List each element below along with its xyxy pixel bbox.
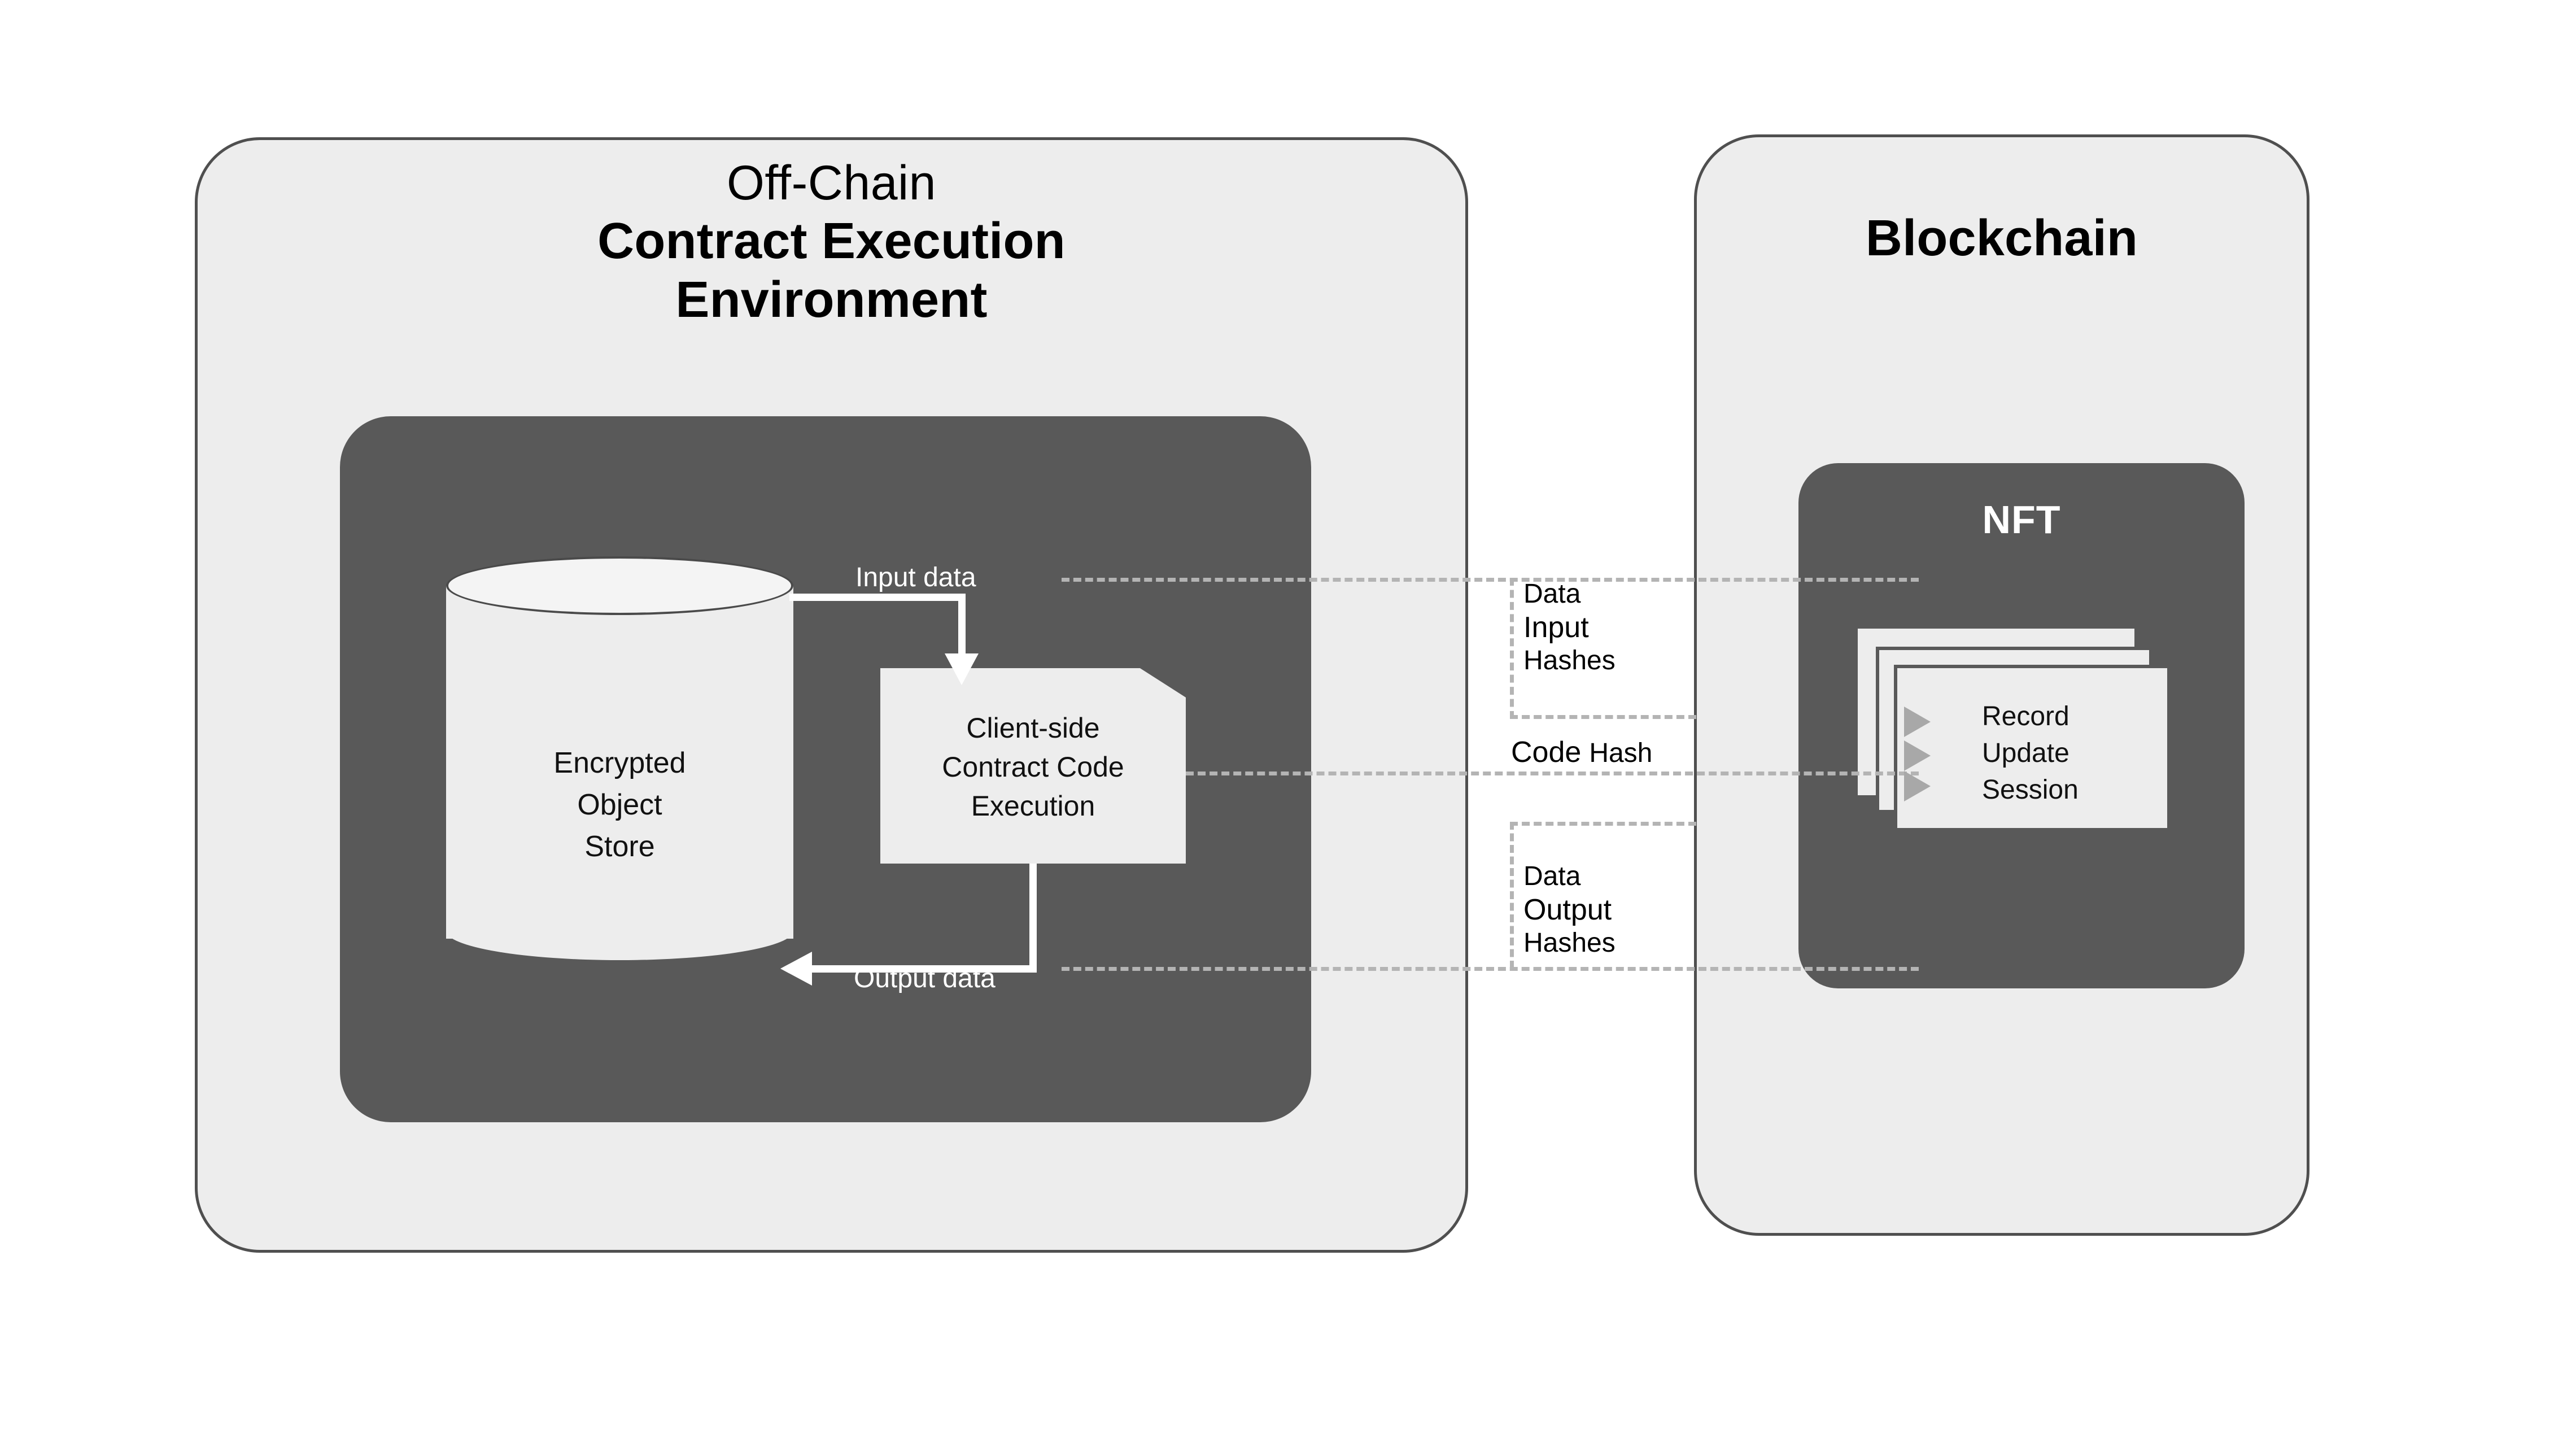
input-flow-arrowhead-icon: [945, 653, 979, 685]
nft-label: NFT: [1982, 498, 2061, 542]
input-flow-vertical-line: [958, 594, 966, 657]
blockchain-panel-heading: Blockchain: [1694, 209, 2309, 268]
input-flow-horizontal-line: [789, 594, 966, 601]
code-doc-label: Client-side Contract Code Execution: [880, 709, 1186, 826]
data-output-hashes-word1: Data: [1523, 861, 1581, 891]
data-input-hashes-bracket-left: [1510, 578, 1514, 719]
code-doc-line3: Execution: [971, 790, 1095, 822]
output-flow-arrowhead-icon: [780, 952, 812, 986]
data-output-hashes-bracket-left: [1510, 822, 1514, 969]
code-doc-line1: Client-side: [966, 712, 1100, 744]
code-hash-word1: Code: [1511, 736, 1582, 769]
data-input-hashes-dashed-line: [1062, 578, 1919, 582]
data-output-hashes-label: Data Output Hashes: [1523, 861, 1616, 960]
output-flow-vertical-line: [1029, 864, 1037, 973]
input-data-label: Input data: [855, 563, 976, 592]
store-label-line2: Object: [577, 788, 662, 821]
offchain-heading-line1: Off-Chain: [727, 156, 936, 210]
offchain-panel-heading: Off-Chain Contract Execution Environment: [195, 155, 1468, 330]
nft-card-line1: Record: [1982, 701, 2069, 731]
offchain-heading-line3: Environment: [675, 272, 988, 329]
nft-card-label: Record Update Session: [1982, 699, 2079, 808]
connector-vertical-upper: [1510, 578, 1514, 580]
nft-code-arrowhead-icon: [1904, 740, 1931, 771]
output-data-label: Output data: [854, 964, 996, 993]
code-hash-dashed-line: [1186, 772, 1919, 775]
nft-card-line3: Session: [1982, 774, 2079, 805]
data-input-hashes-word1: Data: [1523, 579, 1581, 609]
cylinder-body: [446, 586, 793, 939]
store-label-line1: Encrypted: [553, 747, 686, 779]
data-input-hashes-bracket-bottom: [1510, 715, 1696, 719]
encrypted-object-store-cylinder: Encrypted Object Store: [446, 556, 793, 960]
encrypted-object-store-label: Encrypted Object Store: [446, 743, 793, 868]
code-hash-word2: Hash: [1589, 738, 1653, 768]
nft-input-arrowhead-icon: [1904, 707, 1931, 737]
blockchain-heading-text: Blockchain: [1865, 210, 2138, 267]
client-side-contract-code-execution-document: Client-side Contract Code Execution: [880, 668, 1186, 864]
cylinder-bottom-cap: [446, 901, 793, 960]
nft-output-arrowhead-icon: [1904, 771, 1931, 801]
data-input-hashes-label: Data Input Hashes: [1523, 578, 1616, 677]
data-input-hashes-word3: Hashes: [1523, 645, 1616, 675]
code-doc-line2: Contract Code: [942, 751, 1124, 783]
data-output-hashes-word2: Output: [1523, 893, 1612, 926]
store-label-line3: Store: [584, 830, 655, 863]
cylinder-top-ellipse: [446, 556, 793, 615]
output-flow-horizontal-line: [812, 965, 1037, 973]
nft-card-front: Record Update Session: [1894, 665, 2171, 831]
data-output-hashes-word3: Hashes: [1523, 927, 1616, 958]
data-output-hashes-bracket-top: [1510, 822, 1696, 826]
data-output-hashes-dashed-line: [1062, 967, 1919, 971]
offchain-heading-line2: Contract Execution: [597, 212, 1066, 269]
data-input-hashes-word2: Input: [1523, 611, 1589, 644]
nft-card-line2: Update: [1982, 738, 2069, 768]
